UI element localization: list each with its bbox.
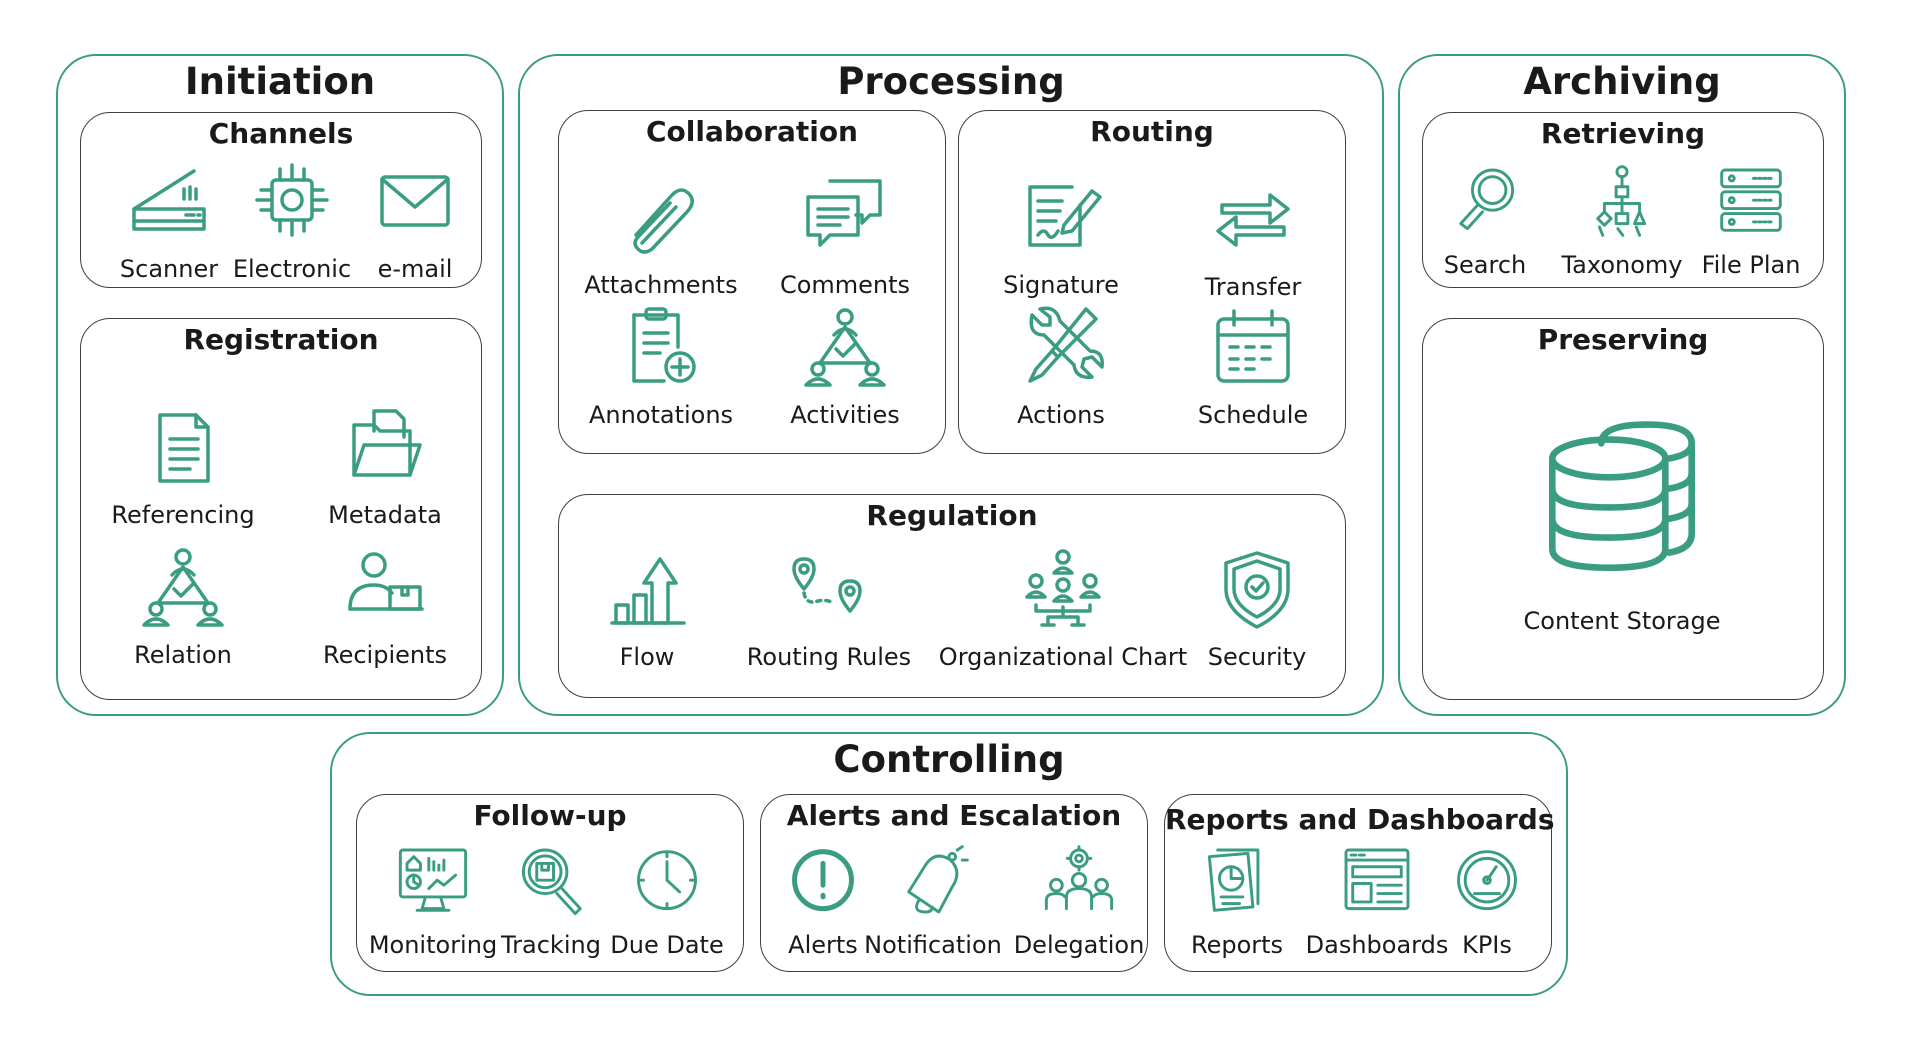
delegation-label: Delegation <box>1013 931 1145 959</box>
routing-panel: Routing Signature Transfer Actions <box>958 110 1346 454</box>
archiving-title: Archiving <box>1523 60 1721 103</box>
reports-panel: Reports and Dashboards Reports Dashboard… <box>1164 794 1555 972</box>
growth-chart-icon <box>610 557 686 625</box>
bell-icon <box>907 845 969 914</box>
database-icon <box>1549 421 1695 571</box>
team-check-icon <box>804 308 886 387</box>
kpis-label: KPIs <box>1462 931 1512 959</box>
org-chart-label: Organizational Chart <box>938 643 1188 671</box>
tracking-label: Tracking <box>501 931 601 959</box>
magnifier-box-icon <box>521 848 582 916</box>
collaboration-title: Collaboration <box>645 115 858 148</box>
email-label: e-mail <box>377 255 453 283</box>
alerts-panel: Alerts and Escalation Alerts Notificatio… <box>760 794 1148 972</box>
clock-icon <box>637 850 697 911</box>
routing-rules-label: Routing Rules <box>746 643 912 671</box>
transfer-label: Transfer <box>1204 273 1302 301</box>
gauge-icon <box>1457 850 1517 911</box>
routing-title: Routing <box>1090 115 1214 148</box>
retrieving-panel: Retrieving Search Taxonomy File Plan <box>1422 112 1824 288</box>
folder-icon <box>352 409 422 477</box>
scanner-label: Scanner <box>119 255 219 283</box>
due-date-label: Due Date <box>610 931 724 959</box>
monitoring-label: Monitoring <box>368 931 498 959</box>
scanner-icon <box>132 169 206 231</box>
clipboard-plus-icon <box>632 307 696 383</box>
security-label: Security <box>1207 643 1307 671</box>
metadata-label: Metadata <box>328 501 442 529</box>
signature-label: Signature <box>1003 271 1119 299</box>
collaboration-panel: Collaboration Attachments Comments Annot… <box>558 110 946 454</box>
channels-panel: Channels Scanner Electronic e-mail <box>80 112 482 288</box>
recipients-label: Recipients <box>322 641 448 669</box>
shield-check-icon <box>1224 551 1290 629</box>
alerts-label: Alerts <box>788 931 858 959</box>
reports-title: Reports and Dashboards <box>1165 803 1555 836</box>
exclamation-circle-icon <box>792 849 854 912</box>
regulation-title: Regulation <box>866 499 1038 532</box>
comments-label: Comments <box>779 271 911 299</box>
magnifier-icon <box>1459 168 1515 231</box>
initiation-section: Initiation Channels Scanner Electronic e… <box>56 54 504 716</box>
referencing-label: Referencing <box>111 501 255 529</box>
controlling-title: Controlling <box>833 738 1065 781</box>
archiving-section: Archiving Retrieving Search Taxonomy <box>1398 54 1846 716</box>
electronic-label: Electronic <box>232 255 352 283</box>
attachments-label: Attachments <box>584 271 738 299</box>
flow-label: Flow <box>619 643 675 671</box>
relation-label: Relation <box>134 641 232 669</box>
preserving-title: Preserving <box>1537 323 1709 356</box>
org-chart-icon <box>1025 549 1101 627</box>
hierarchy-icon <box>1596 165 1647 237</box>
schedule-label: Schedule <box>1197 401 1309 429</box>
retrieving-title: Retrieving <box>1540 117 1706 150</box>
reports-label: Reports <box>1190 931 1284 959</box>
server-racks-icon <box>1720 168 1782 232</box>
dashboard-layout-icon <box>1344 848 1410 911</box>
envelope-icon <box>380 175 450 227</box>
taxonomy-label: Taxonomy <box>1561 251 1683 279</box>
wrench-screwdriver-icon <box>1028 306 1104 383</box>
followup-panel: Follow-up Monitoring Tracking Due Date <box>356 794 744 972</box>
person-gear-icon <box>1044 845 1114 911</box>
file-plan-label: File Plan <box>1701 251 1801 279</box>
network-check-icon <box>142 548 224 627</box>
dashboards-label: Dashboards <box>1305 931 1449 959</box>
content-storage-label: Content Storage <box>1523 607 1721 635</box>
signature-pen-icon <box>1028 185 1102 247</box>
channels-title: Channels <box>208 117 354 150</box>
route-pins-icon <box>792 557 862 613</box>
annotations-label: Annotations <box>588 401 734 429</box>
document-icon <box>158 413 210 483</box>
initiation-title: Initiation <box>184 60 376 103</box>
monitor-dashboard-icon <box>398 848 468 912</box>
chat-bubbles-icon <box>806 179 882 247</box>
processing-section: Processing Collaboration Attachments Com… <box>518 54 1384 716</box>
regulation-panel: Regulation Flow Routing Rules <box>558 494 1346 698</box>
notification-label: Notification <box>864 931 1002 959</box>
followup-title: Follow-up <box>473 799 627 832</box>
registration-panel: Registration Referencing Metadata Relati… <box>80 318 482 700</box>
search-label: Search <box>1443 251 1527 279</box>
paperclip-icon <box>633 188 694 254</box>
arrows-exchange-icon <box>1216 193 1290 247</box>
report-pie-icon <box>1207 848 1260 912</box>
controlling-section: Controlling Follow-up Monitoring Trackin… <box>330 732 1568 996</box>
preserving-panel: Preserving Content Storage <box>1422 318 1824 700</box>
alerts-title: Alerts and Escalation <box>786 799 1122 832</box>
actions-label: Actions <box>1017 401 1105 429</box>
processing-title: Processing <box>837 60 1065 103</box>
person-box-icon <box>348 552 424 611</box>
activities-label: Activities <box>790 401 900 429</box>
registration-title: Registration <box>183 323 379 356</box>
chip-icon <box>255 163 329 237</box>
calendar-icon <box>1216 309 1290 383</box>
